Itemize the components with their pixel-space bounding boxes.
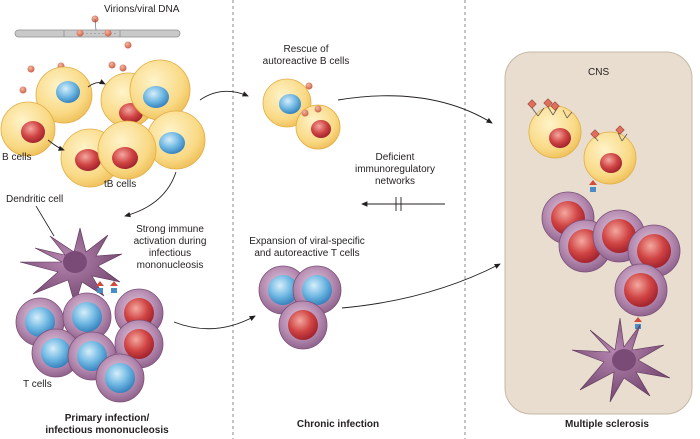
deficient-label: Deficient immunoregulatory networks (354, 152, 436, 187)
b-cell (583, 131, 637, 185)
dendritic-cell (571, 317, 671, 403)
arrow-dendritic-label (35, 205, 55, 237)
t-cell-cluster (15, 288, 164, 403)
arrow-b-to-tb-2 (47, 139, 65, 151)
b-cell (35, 66, 93, 124)
cns-t-cells (541, 191, 681, 317)
b-cell-cluster (0, 59, 206, 188)
receptor-icon (589, 180, 642, 329)
b-cell (0, 101, 56, 157)
viral-dna-icon (14, 15, 181, 49)
stage-2-label: Chronic infection (296, 419, 380, 430)
stage-1-label: Primary infection/ infectious mononucleo… (45, 413, 169, 436)
b-cell (295, 104, 341, 150)
arrow-to-cns (337, 95, 493, 124)
arrow-to-expansion (173, 315, 256, 330)
virions-label: Virions/viral DNA (104, 4, 180, 15)
blocked-arrow (361, 197, 445, 211)
rescued-b-cells (262, 78, 341, 150)
rescue-label: Rescue of autoreactive B cells (262, 44, 350, 67)
receptor-icon (96, 281, 118, 293)
tb-cell (129, 59, 191, 121)
stage-3-label: Multiple sclerosis (565, 419, 649, 430)
strong-immune-label: Strong immune activation during infectio… (133, 224, 207, 271)
t-cell (31, 328, 81, 378)
b-cells-label: B cells (2, 152, 32, 163)
arrow-expansion-to-cns (341, 263, 501, 309)
tb-cell (97, 120, 157, 180)
b-cell (262, 78, 312, 128)
t-cell (614, 263, 668, 317)
t-cells-label: T cells (23, 379, 52, 390)
arrow-to-rescue (199, 90, 249, 101)
expansion-label: Expansion of viral-specific and autoreac… (249, 236, 365, 259)
arrow-b-to-tb (87, 79, 106, 88)
b-cell (528, 105, 582, 159)
t-cell (95, 353, 145, 403)
t-cell (62, 292, 112, 342)
tb-cell (146, 110, 206, 170)
cns-label: CNS (588, 67, 610, 78)
cns-b-cells (527, 98, 637, 185)
expanded-t-cells (258, 265, 342, 350)
tb-cells-label: tB cells (104, 179, 137, 190)
antigen-icon (527, 98, 625, 139)
arrow-tb-to-tcells (124, 171, 177, 218)
dendritic-cell-label: Dendritic cell (6, 194, 64, 205)
t-cell (278, 300, 328, 350)
